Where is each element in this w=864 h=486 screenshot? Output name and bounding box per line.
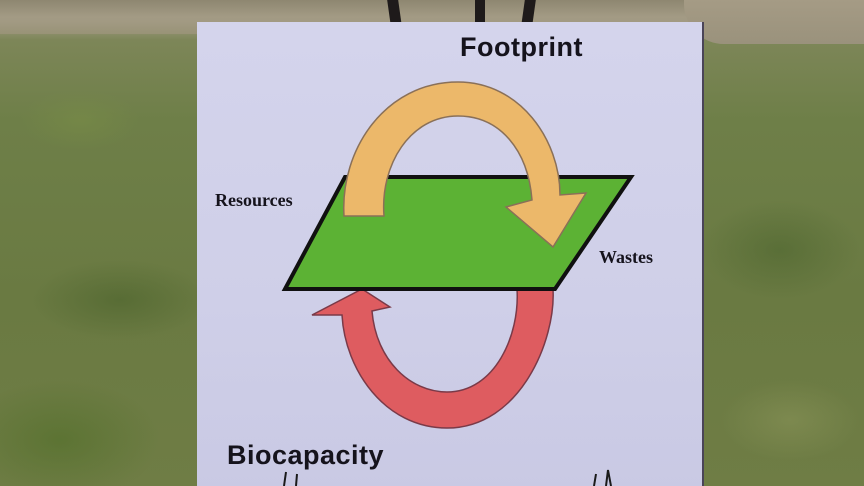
- bottom-arrow-icon: [311, 288, 554, 429]
- top-arrow-icon: [343, 81, 588, 249]
- resources-label: Resources: [215, 190, 293, 210]
- dirt-path-right: [684, 0, 864, 44]
- biocapacity-title: Biocapacity: [227, 440, 385, 470]
- wastes-label: Wastes: [599, 247, 653, 267]
- footprint-title: Footprint: [460, 32, 583, 62]
- easel-leg-center: [475, 0, 485, 26]
